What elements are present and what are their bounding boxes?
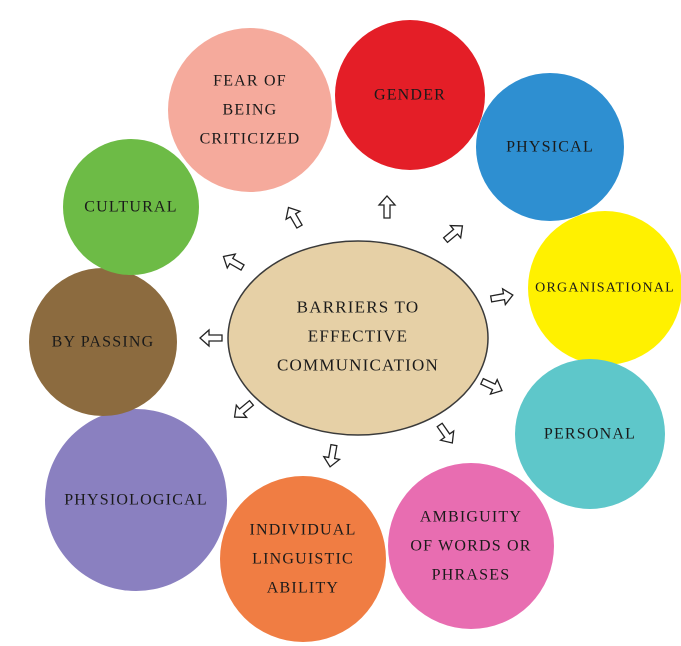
label-line: COMMUNICATION [277,355,439,375]
cultural-circle [63,139,199,275]
physical-circle [476,73,624,221]
organisational-circle [528,211,681,365]
personal-label: PERSONAL [544,420,636,449]
label-line: FEAR OF [213,72,287,90]
label-line: BARRIERS TO [296,297,420,317]
label-line: LINGUISTIC [252,550,354,568]
arrow-icon [479,377,503,396]
physiological-label: PHYSIOLOGICAL [64,486,208,515]
arrow-icon [442,224,464,244]
fear-of-being-criticized-label: FEAR OF BEING CRITICIZED [200,67,301,154]
label-line: CULTURAL [84,198,178,216]
label-line: PHYSICAL [506,138,594,156]
arrow-icon [377,195,397,219]
cultural-label: CULTURAL [84,193,177,222]
label-line: PERSONAL [543,425,637,443]
arrow-icon [233,399,255,419]
by-passing-circle [29,268,177,416]
label-line: PHRASES [431,566,511,584]
label-line: ABILITY [266,579,340,597]
arrow-icon [222,253,245,271]
label-line: PHYSIOLOGICAL [64,491,208,509]
label-line: AMBIGUITY [419,508,523,526]
by-passing-label: BY PASSING [52,328,155,357]
label-line: GENDER [373,86,447,104]
label-line: OF WORDS OR [410,537,532,555]
arrow-icon [285,206,303,229]
label-line: CRITICIZED [199,130,301,148]
label-line: BEING [222,101,278,119]
center-title-label: BARRIERS TO EFFECTIVE COMMUNICATION [277,293,439,380]
center-ellipse [227,240,489,436]
physiological-circle [45,409,227,591]
label-line: ORGANISATIONAL [535,280,675,296]
individual-linguistic-ability-label: INDIVIDUAL LINGUISTIC ABILITY [249,516,356,603]
arrow-icon [436,422,455,444]
ambiguity-of-words-circle [388,463,554,629]
gender-circle [335,20,485,170]
gender-label: GENDER [374,81,446,110]
label-line: INDIVIDUAL [249,521,357,539]
organisational-label: ORGANISATIONAL [535,274,675,303]
individual-linguistic-ability-circle [220,476,386,642]
physical-label: PHYSICAL [506,133,594,162]
ambiguity-of-words-label: AMBIGUITY OF WORDS OR PHRASES [410,503,531,590]
arrow-icon [322,443,342,468]
label-line: EFFECTIVE [307,326,409,346]
label-line: BY PASSING [51,333,155,351]
arrow-icon [489,287,514,307]
arrow-icon [199,328,223,348]
personal-circle [515,359,665,509]
fear-of-being-criticized-circle [168,28,332,192]
